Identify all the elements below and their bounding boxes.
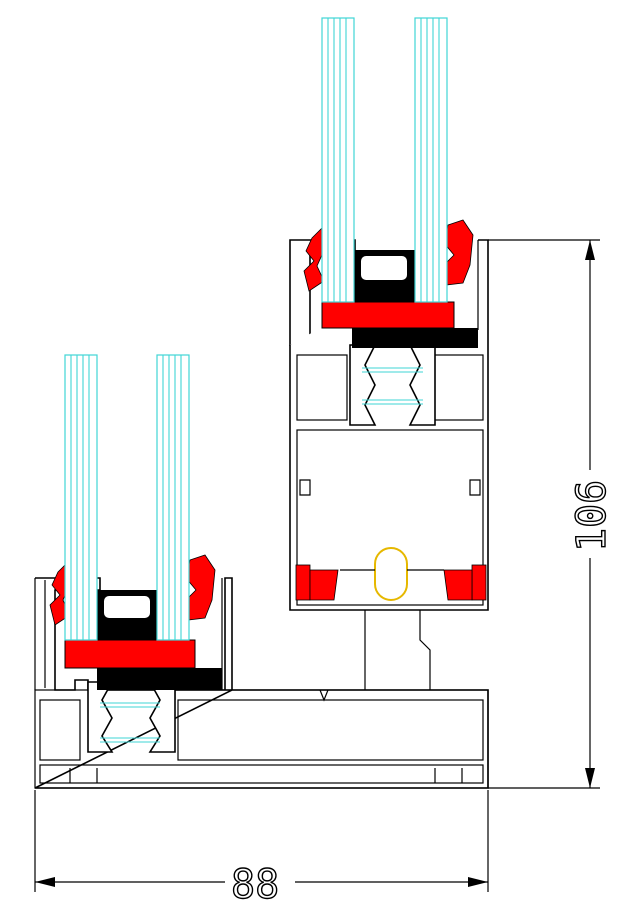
upper-glass-pane-inner [414, 17, 448, 303]
upper-gasket-right [443, 219, 474, 286]
upper-support-bar [352, 328, 478, 348]
dimension-width [34, 790, 489, 892]
lower-setting-block [64, 639, 196, 669]
roller-wheel [374, 547, 408, 601]
lower-glass-pane-outer [64, 354, 98, 641]
upper-setting-block [321, 301, 455, 329]
upper-glass-pane-outer [321, 17, 355, 303]
lower-spacer-insert [104, 596, 150, 618]
sash-roller-gasket-left [295, 564, 339, 601]
upper-thermal-break [349, 344, 436, 426]
track-rail [340, 569, 444, 690]
width-dimension-label: 88 [231, 862, 279, 908]
lower-thermal-break [87, 681, 176, 753]
upper-spacer-insert [361, 256, 407, 280]
lower-support-bar [97, 668, 222, 690]
lower-gasket-right [185, 554, 216, 621]
height-dimension-label: 106 [569, 480, 615, 552]
dimension-height [488, 239, 600, 789]
lower-glass-pane-inner [156, 354, 190, 641]
sash-roller-gasket-right [443, 564, 487, 601]
